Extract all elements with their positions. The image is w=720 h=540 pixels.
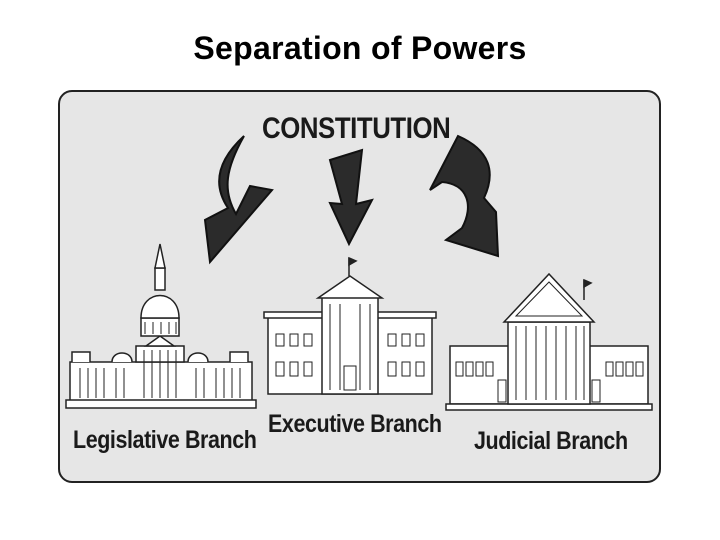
arrow-to-judicial-icon xyxy=(429,134,500,258)
arrow-to-legislative-icon xyxy=(203,135,274,265)
capitol-building-icon xyxy=(65,243,257,409)
slide-title: Separation of Powers xyxy=(193,30,527,66)
legislative-branch-label: Legislative Branch xyxy=(73,426,257,454)
supreme-court-icon xyxy=(445,272,653,411)
executive-branch-label: Executive Branch xyxy=(268,410,442,438)
arrow-to-executive-icon xyxy=(328,148,374,247)
judicial-branch-label: Judicial Branch xyxy=(474,427,628,455)
white-house-icon xyxy=(263,256,437,395)
constitution-label: CONSTITUTION xyxy=(262,112,451,145)
